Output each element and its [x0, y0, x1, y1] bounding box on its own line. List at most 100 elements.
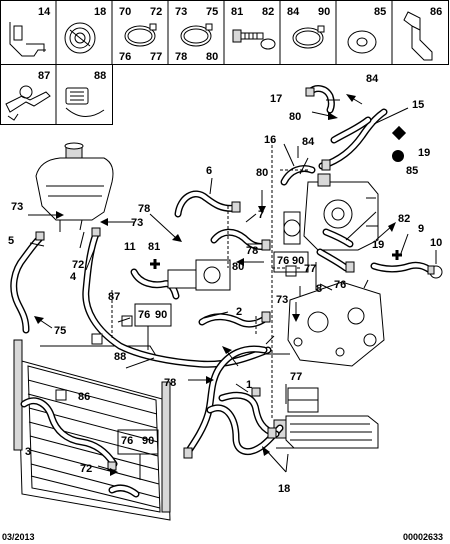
- leader-lines: [28, 94, 437, 480]
- hose-clip-icon: [5, 85, 51, 121]
- callout-72[interactable]: 73: [276, 294, 288, 306]
- part-number-label: 70: [119, 6, 131, 18]
- callout-77[interactable]: 78: [164, 377, 176, 389]
- callout-73[interactable]: 75: [54, 325, 66, 337]
- water-outlet-housing[interactable]: [287, 279, 385, 367]
- cooling-system-drawing: 73 5 72 4 73 75 78 6 80 7 78 80 11 81 87…: [8, 73, 443, 521]
- thermostat-housing[interactable]: [283, 173, 379, 251]
- callout-10[interactable]: 10: [430, 237, 442, 249]
- hose-clamp-icon: [292, 25, 325, 49]
- support-bracket-icon: [403, 11, 433, 61]
- callout-77[interactable]: 78: [138, 203, 150, 215]
- callout-84[interactable]: 84: [302, 136, 315, 148]
- part-number-label: 76: [119, 51, 131, 63]
- part-number-label: 85: [374, 6, 386, 18]
- callout-75[interactable]: 76: [138, 309, 150, 321]
- callout-20[interactable]: 19: [372, 239, 384, 251]
- header-cell-81-82[interactable]: 81 82: [231, 6, 276, 50]
- part-number-label: 81: [231, 6, 243, 18]
- callout-70[interactable]: 72: [80, 463, 92, 475]
- callout-15[interactable]: 16: [264, 134, 276, 146]
- washer-icon: [347, 30, 377, 54]
- header-cell-87[interactable]: 87: [5, 70, 51, 121]
- callout-8[interactable]: 8: [316, 283, 322, 295]
- expansion-tank[interactable]: [35, 142, 114, 232]
- callout-87[interactable]: 86: [78, 391, 90, 403]
- part-number-label: 86: [430, 6, 442, 18]
- footer: 03/2013 00002633: [2, 532, 443, 542]
- callout-19[interactable]: 18: [278, 483, 290, 495]
- callout-7[interactable]: 7: [258, 209, 264, 221]
- callout-78[interactable]: 80: [256, 167, 268, 179]
- callout-76[interactable]: 77: [304, 263, 316, 275]
- pump-body[interactable]: [167, 259, 231, 291]
- callout-80[interactable]: 80: [289, 111, 301, 123]
- hose-clamp-icon: [124, 23, 157, 47]
- callout-75[interactable]: 76: [277, 255, 289, 267]
- hose-clamps: [35, 87, 435, 471]
- header-cell-73-75-78-80[interactable]: 73 75 78 80: [175, 6, 218, 63]
- part-number-label: 75: [206, 6, 218, 18]
- footer-date: 03/2013: [2, 532, 35, 542]
- callout-3[interactable]: 3: [25, 446, 31, 458]
- callout-86[interactable]: 87: [108, 291, 120, 303]
- part-number-label: 77: [150, 51, 162, 63]
- callout-90[interactable]: 90: [142, 435, 154, 447]
- filled-diamond-icon: [391, 125, 407, 141]
- part-number-label: 84: [287, 6, 300, 18]
- callout-90[interactable]: 90: [292, 255, 304, 267]
- callout-4[interactable]: 4: [70, 271, 77, 283]
- callout-81[interactable]: 81: [148, 241, 160, 253]
- pipe-bracket-icon: [9, 22, 46, 57]
- callout-2[interactable]: 2: [236, 306, 242, 318]
- callout-6[interactable]: 6: [206, 165, 212, 177]
- callout-90[interactable]: 90: [155, 309, 167, 321]
- header-cell-85[interactable]: 85: [347, 6, 386, 54]
- header-cell-70-72-76-77[interactable]: 70 72 76 77: [119, 6, 162, 63]
- callout-75[interactable]: 76: [334, 279, 346, 291]
- hose-clamp-icon: [180, 23, 213, 47]
- callout-5[interactable]: 5: [8, 235, 14, 247]
- cross-marker-icon: [150, 250, 402, 269]
- part-number-label: 18: [94, 6, 106, 18]
- callout-88[interactable]: 88: [114, 351, 126, 363]
- screw-icon: [232, 29, 276, 50]
- part-number-label: 90: [318, 6, 330, 18]
- callout-9[interactable]: 9: [418, 223, 424, 235]
- callout-76[interactable]: 77: [290, 371, 302, 383]
- callout-labels: 73 5 72 4 73 75 78 6 80 7 78 80 11 81 87…: [8, 73, 442, 495]
- callout-11[interactable]: 11: [124, 241, 136, 253]
- part-number-label: 72: [150, 6, 162, 18]
- callout-78[interactable]: 80: [232, 261, 244, 273]
- pipe-clip-icon: [65, 87, 105, 117]
- callout-75[interactable]: 76: [121, 435, 133, 447]
- callout-16[interactable]: 15: [412, 99, 424, 111]
- filled-circle-icon: [392, 150, 404, 162]
- callout-70[interactable]: 72: [72, 259, 84, 271]
- plug-icon: [64, 22, 96, 54]
- callout-77[interactable]: 78: [246, 245, 258, 257]
- header-cell-14[interactable]: 14: [9, 6, 51, 57]
- callout-1[interactable]: 1: [246, 379, 252, 391]
- callout-boxes: [117, 251, 309, 455]
- part-number-label: 82: [262, 6, 274, 18]
- callout-85[interactable]: 85: [406, 165, 418, 177]
- callout-18[interactable]: 19: [418, 147, 430, 159]
- callout-17[interactable]: 17: [270, 93, 282, 105]
- part-number-label: 73: [175, 6, 187, 18]
- callout-72[interactable]: 73: [11, 201, 23, 213]
- header-cell-88[interactable]: 88: [65, 70, 106, 117]
- callout-84[interactable]: 84: [366, 73, 379, 85]
- callout-82[interactable]: 82: [398, 213, 410, 225]
- header-cell-18[interactable]: 18: [64, 6, 106, 54]
- parts-header-grid: 14 18 70 72 76 77: [0, 0, 449, 125]
- part-number-label: 78: [175, 51, 187, 63]
- header-cell-86[interactable]: 86: [403, 6, 442, 61]
- square-marker-icon: [55, 265, 297, 401]
- dashed-lines: [111, 140, 310, 420]
- callout-72[interactable]: 73: [131, 217, 143, 229]
- part-number-label: 87: [38, 70, 50, 82]
- header-cell-84-90[interactable]: 84 90: [287, 6, 330, 49]
- part-number-label: 14: [38, 6, 51, 18]
- heater-matrix[interactable]: [273, 387, 379, 449]
